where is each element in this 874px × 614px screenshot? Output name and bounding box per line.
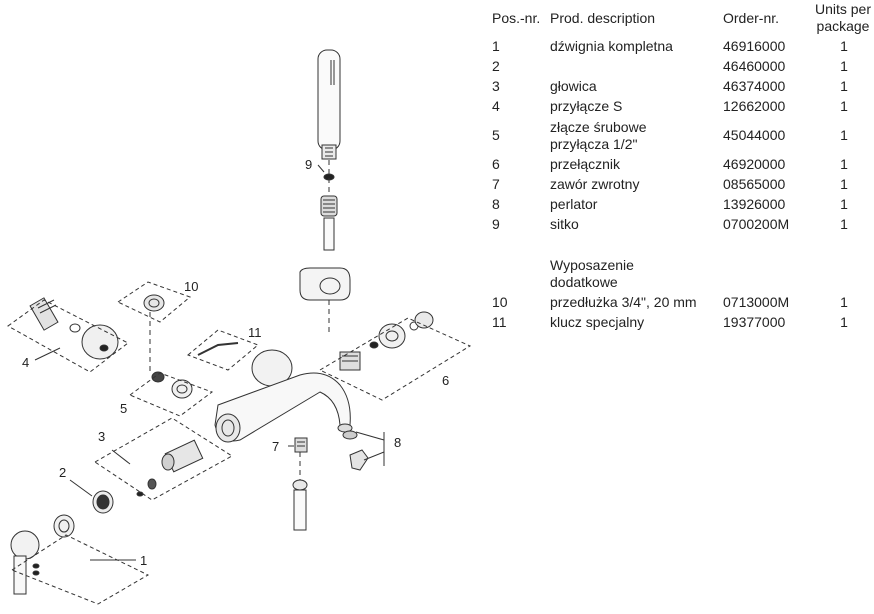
cover-part xyxy=(92,490,114,514)
header-order: Order-nr. xyxy=(723,10,780,26)
row-11-pos: 11 xyxy=(492,314,507,330)
callout-11: 11 xyxy=(248,325,262,340)
callout-7: 7 xyxy=(272,439,280,454)
row-6-qty: 1 xyxy=(840,156,848,172)
row-5-qty: 1 xyxy=(840,127,848,143)
row-7-qty: 1 xyxy=(840,176,848,192)
row-7-desc: zawór zwrotny xyxy=(550,176,640,192)
row-3-desc: głowica xyxy=(550,78,597,94)
shower-holder-part xyxy=(299,267,351,301)
row-4-qty: 1 xyxy=(840,98,848,114)
mixer-body-part xyxy=(214,349,353,443)
connector-nut-part xyxy=(151,371,193,399)
row-10-pos: 10 xyxy=(492,294,508,310)
row-9-desc: sitko xyxy=(550,216,579,232)
row-8-qty: 1 xyxy=(840,196,848,212)
row-4-pos: 4 xyxy=(492,98,500,114)
diverter-part xyxy=(339,311,434,371)
row-4-desc: przyłącze S xyxy=(550,98,623,114)
row-6-order: 46920000 xyxy=(723,156,786,172)
diagram-drawing xyxy=(7,49,472,605)
row-5-pos: 5 xyxy=(492,127,500,143)
callout-8: 8 xyxy=(394,435,402,450)
row-10-desc: przedłużka 3/4", 20 mm xyxy=(550,294,697,310)
row-9-order: 0700200M xyxy=(723,216,790,232)
callout-6: 6 xyxy=(442,373,450,388)
row-1-pos: 1 xyxy=(492,38,500,54)
row-4-order: 12662000 xyxy=(723,98,786,114)
row-11-desc: klucz specjalny xyxy=(550,314,645,330)
hose-connector-part xyxy=(320,195,338,251)
row-10-order: 0713000M xyxy=(723,294,790,310)
row-7-pos: 7 xyxy=(492,176,500,192)
callout-3: 3 xyxy=(98,429,106,444)
callout-2: 2 xyxy=(59,465,67,480)
row-1-order: 46916000 xyxy=(723,38,786,54)
row-5-desc-line2: przyłącza 1/2" xyxy=(550,136,638,152)
row-8-order: 13926000 xyxy=(723,196,786,212)
row-6-pos: 6 xyxy=(492,156,500,172)
row-2-order: 46460000 xyxy=(723,58,786,74)
callout-9: 9 xyxy=(305,157,313,172)
accessories-title-line1: Wyposazenie xyxy=(550,257,634,273)
row-8-desc: perlator xyxy=(550,196,598,212)
hand-shower-part xyxy=(317,49,341,160)
row-1-desc: dźwignia kompletna xyxy=(550,38,673,54)
accessories-title-line2: dodatkowe xyxy=(550,274,618,290)
lever-part xyxy=(10,514,75,595)
special-key-part xyxy=(187,329,259,371)
row-2-qty: 1 xyxy=(840,58,848,74)
row-10-qty: 1 xyxy=(840,294,848,310)
row-9-qty: 1 xyxy=(840,216,848,232)
exploded-diagram: 1 2 3 4 5 6 7 8 9 10 11 xyxy=(7,49,472,605)
row-3-qty: 1 xyxy=(840,78,848,94)
header-pos: Pos.-nr. xyxy=(492,10,541,26)
row-11-order: 19377000 xyxy=(723,314,786,330)
row-9-pos: 9 xyxy=(492,216,500,232)
header-description: Prod. description xyxy=(550,10,656,26)
callout-10: 10 xyxy=(184,279,199,294)
row-6-desc: przełącznik xyxy=(550,156,621,172)
s-connector-part xyxy=(29,297,119,360)
row-1-qty: 1 xyxy=(840,38,848,54)
callout-4: 4 xyxy=(22,355,30,370)
extension-part xyxy=(116,281,191,323)
row-11-qty: 1 xyxy=(840,314,848,330)
check-valve-part xyxy=(292,437,308,531)
row-2-pos: 2 xyxy=(492,58,500,74)
cartridge-part xyxy=(136,439,204,497)
row-5-order: 45044000 xyxy=(723,127,786,143)
row-5-desc: złącze śrubowe xyxy=(550,119,647,135)
callout-5: 5 xyxy=(120,401,128,416)
aerator-part xyxy=(342,430,369,471)
callout-1: 1 xyxy=(140,553,148,568)
row-8-pos: 8 xyxy=(492,196,500,212)
row-3-pos: 3 xyxy=(492,78,500,94)
header-units: Units per package xyxy=(814,1,872,34)
row-3-order: 46374000 xyxy=(723,78,786,94)
row-7-order: 08565000 xyxy=(723,176,786,192)
